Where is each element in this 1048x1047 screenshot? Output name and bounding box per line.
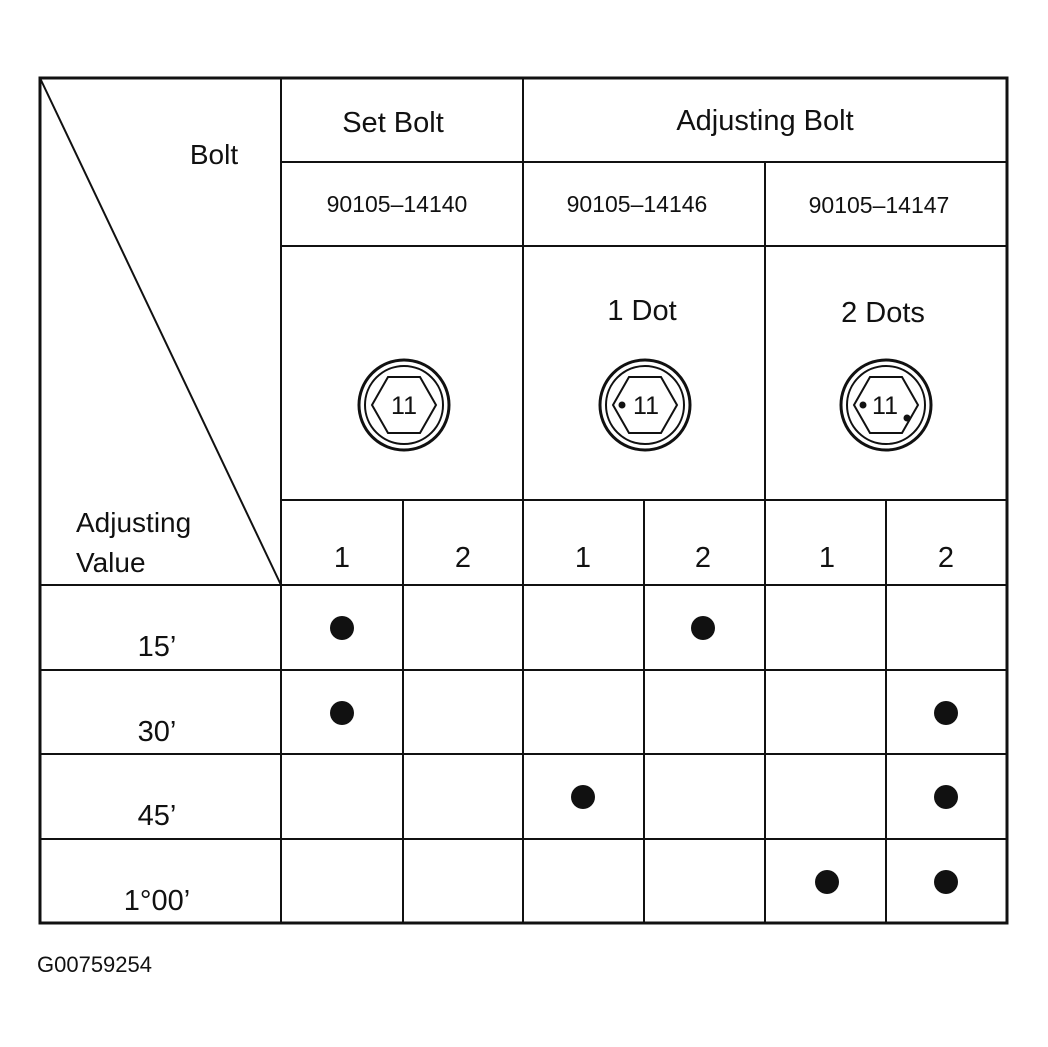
bolt-head-1dot-number: 11 [633, 392, 659, 420]
mark-2dots-label: 2 Dots [841, 297, 925, 329]
corner-diagonal [39, 77, 282, 586]
sub-column-header: 1 [819, 542, 835, 574]
corner-bolt-label: Bolt [190, 139, 238, 170]
sub-column-header: 1 [334, 542, 350, 574]
row-labels: 15’ 30’ 45’ 1°00’ [124, 631, 190, 917]
selection-dot [330, 701, 354, 725]
row-label: 1°00’ [124, 885, 190, 917]
corner-adjusting-label: Adjusting [76, 507, 191, 538]
part-number-1dot: 90105–14146 [567, 191, 708, 217]
sub-column-header: 2 [695, 542, 711, 574]
bolt-head-number: 11 [391, 392, 417, 420]
selection-dot [934, 870, 958, 894]
sub-column-header: 2 [938, 542, 954, 574]
figure-code: G00759254 [37, 952, 152, 977]
row-label: 45’ [138, 800, 177, 832]
sub-column-header: 1 [575, 542, 591, 574]
corner-value-label: Value [76, 547, 146, 578]
bolt-head-2dots-icon [839, 358, 933, 452]
row-label: 30’ [138, 716, 177, 748]
bolt-head-1dot-icon [598, 358, 692, 452]
part-number-2dots: 90105–14147 [809, 192, 950, 218]
mark-1dot-label: 1 Dot [607, 295, 676, 327]
bolt-head-icon [357, 358, 451, 452]
selection-dot [815, 870, 839, 894]
set-bolt-header: Set Bolt [342, 107, 444, 139]
part-number-set: 90105–14140 [327, 191, 468, 217]
bolt-head-2dots-number: 11 [872, 392, 898, 420]
sub-column-header: 2 [455, 542, 471, 574]
table-grid [38, 76, 1009, 925]
head-dot-icon [618, 401, 626, 409]
sub-column-headers: 1 2 1 2 1 2 [334, 542, 954, 574]
selection-dot [934, 701, 958, 725]
head-dot-icon [859, 401, 867, 409]
selection-dots [330, 616, 958, 894]
selection-dot [571, 785, 595, 809]
head-dot-icon [903, 414, 911, 422]
row-label: 15’ [138, 631, 177, 663]
selection-dot [691, 616, 715, 640]
selection-dot [934, 785, 958, 809]
adjusting-bolt-header: Adjusting Bolt [676, 105, 853, 137]
selection-dot [330, 616, 354, 640]
